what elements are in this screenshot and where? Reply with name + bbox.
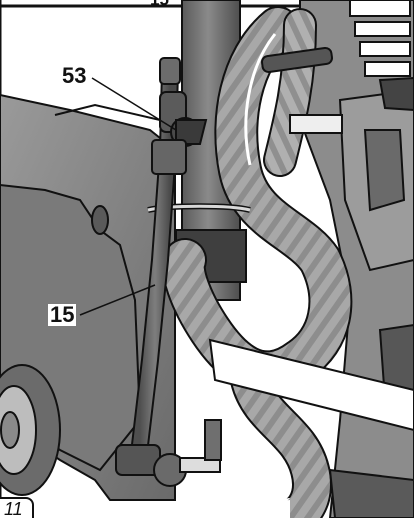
callout-53: 53 <box>60 63 89 88</box>
hose-clamp-icon <box>261 46 343 134</box>
hose-highlight <box>244 33 277 166</box>
bottom-fittings <box>115 419 222 487</box>
housing-hole <box>91 205 109 235</box>
tube-cap <box>159 57 181 85</box>
corrugated-hose <box>163 8 351 393</box>
callout-15: 15 <box>48 302 77 327</box>
rear-wheel <box>0 364 61 496</box>
leader-line-15 <box>79 284 156 316</box>
hose-2 <box>265 10 315 175</box>
leader-line-53 <box>91 77 177 131</box>
right-block <box>363 129 406 212</box>
lower-support-plate <box>208 338 414 432</box>
right-bracket <box>378 76 414 112</box>
valve-knob-icon <box>151 91 208 175</box>
figure-number-tag: 11 <box>0 497 34 518</box>
lower-right-housing <box>328 468 414 518</box>
valve-bracket <box>151 139 187 175</box>
page-fragment-number: 15 <box>150 0 169 10</box>
lower-hose <box>232 374 330 518</box>
top-right-slats <box>349 0 411 77</box>
